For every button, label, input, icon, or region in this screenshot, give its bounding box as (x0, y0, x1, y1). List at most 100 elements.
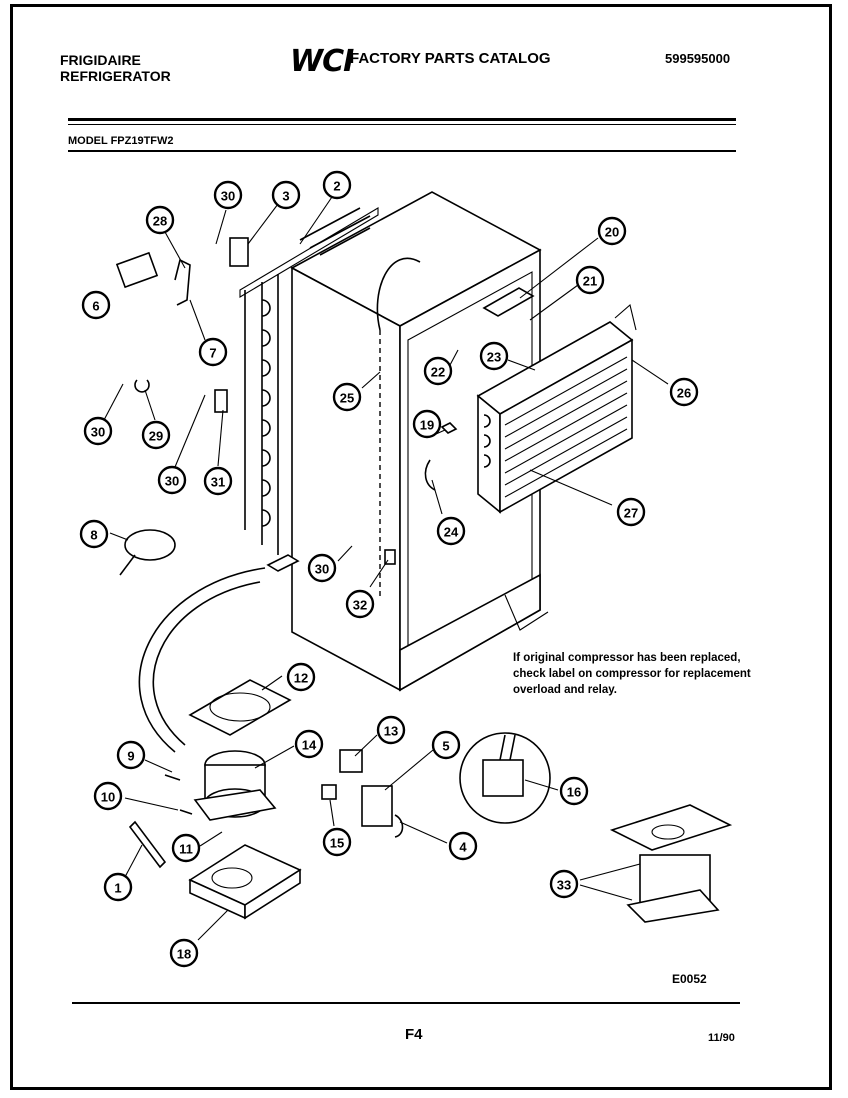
callout-circle (145, 205, 175, 235)
callout-label: 1 (114, 881, 121, 896)
callout-30: 30 (213, 180, 243, 210)
wci-logo: WCI (290, 44, 354, 79)
callout-label: 6 (92, 299, 99, 314)
callout-13: 13 (376, 715, 406, 745)
callout-label: 16 (567, 785, 581, 800)
part-number: 599595000 (665, 51, 731, 66)
callout-circle (436, 516, 466, 546)
callout-label: 29 (149, 429, 163, 444)
callout-label: 19 (420, 418, 434, 433)
callout-31: 31 (203, 466, 233, 496)
callout-27: 27 (616, 497, 646, 527)
callout-label: 30 (315, 562, 329, 577)
evaporator-assembly (476, 303, 637, 514)
callout-7: 7 (198, 337, 228, 367)
condenser-coil (239, 207, 379, 555)
callout-label: 30 (91, 425, 105, 440)
callout-label: 13 (384, 724, 398, 739)
model-rule (68, 150, 736, 152)
callout-4: 4 (448, 831, 478, 861)
callout-circle (93, 781, 123, 811)
callout-5: 5 (431, 730, 461, 760)
leader-lines (103, 193, 669, 941)
callout-circle (169, 938, 199, 968)
callout-label: 26 (677, 386, 691, 401)
callout-23: 23 (479, 341, 509, 371)
callout-circle (376, 715, 406, 745)
callout-8: 8 (79, 519, 109, 549)
callout-9: 9 (116, 740, 146, 770)
callout-circle (448, 831, 478, 861)
revision-date: 11/90 (708, 1032, 735, 1044)
callout-label: 12 (294, 671, 308, 686)
callout-24: 24 (436, 516, 466, 546)
brand-line-2: REFRIGERATOR (60, 68, 171, 84)
callout-2: 2 (322, 170, 352, 200)
header-rule-top (68, 118, 736, 121)
callout-22: 22 (423, 356, 453, 386)
callout-label: 33 (557, 878, 571, 893)
callout-circle (322, 827, 352, 857)
callout-18: 18 (169, 938, 199, 968)
callout-label: 4 (459, 840, 467, 855)
callout-label: 14 (302, 738, 317, 753)
relay-detail (459, 732, 551, 824)
callout-label: 3 (282, 189, 289, 204)
callout-circle (116, 740, 146, 770)
page-label: F4 (405, 1026, 423, 1043)
callout-circle (431, 730, 461, 760)
callout-25: 25 (332, 382, 362, 412)
callout-label: 11 (179, 842, 193, 857)
callout-label: 24 (444, 525, 459, 540)
callout-circle (286, 662, 316, 692)
callout-label: 28 (153, 214, 167, 229)
callout-32: 32 (345, 589, 375, 619)
callout-circle (345, 589, 375, 619)
callout-30: 30 (83, 416, 113, 446)
callout-label: 9 (127, 749, 134, 764)
compressor-note: If original compressor has been replaced… (513, 652, 751, 696)
callout-12: 12 (286, 662, 316, 692)
callout-label: 5 (442, 739, 449, 754)
callout-20: 20 (597, 216, 627, 246)
callout-label: 2 (333, 179, 340, 194)
callout-circle (103, 872, 133, 902)
callout-6: 6 (81, 290, 111, 320)
callout-label: 32 (353, 598, 367, 613)
callout-30: 30 (307, 553, 337, 583)
callout-label: 18 (177, 947, 191, 962)
callout-label: 15 (330, 836, 344, 851)
callout-circle (559, 776, 589, 806)
callout-circle (616, 497, 646, 527)
callout-14: 14 (294, 729, 324, 759)
callout-circle (412, 409, 442, 439)
small-parts (115, 237, 535, 576)
callout-1: 1 (103, 872, 133, 902)
callout-circle (549, 869, 579, 899)
callout-circle (198, 337, 228, 367)
callout-3: 3 (271, 180, 301, 210)
compressor-assembly (128, 679, 404, 920)
callout-15: 15 (322, 827, 352, 857)
model-label: MODEL FPZ19TFW2 (68, 135, 174, 147)
diagram-code: E0052 (672, 972, 707, 986)
callout-19: 19 (412, 409, 442, 439)
callout-16: 16 (559, 776, 589, 806)
callout-circle (141, 420, 171, 450)
callout-10: 10 (93, 781, 123, 811)
callout-label: 31 (211, 475, 225, 490)
callout-label: 25 (340, 391, 354, 406)
callout-circle (423, 356, 453, 386)
catalog-title: FACTORY PARTS CATALOG (350, 50, 551, 67)
callout-circle (81, 290, 111, 320)
callout-label: 7 (209, 346, 216, 361)
callout-label: 20 (605, 225, 619, 240)
callout-28: 28 (145, 205, 175, 235)
callout-circle (171, 833, 201, 863)
callout-33: 33 (549, 869, 579, 899)
callout-circle (213, 180, 243, 210)
callout-circle (157, 465, 187, 495)
callout-label: 22 (431, 365, 445, 380)
